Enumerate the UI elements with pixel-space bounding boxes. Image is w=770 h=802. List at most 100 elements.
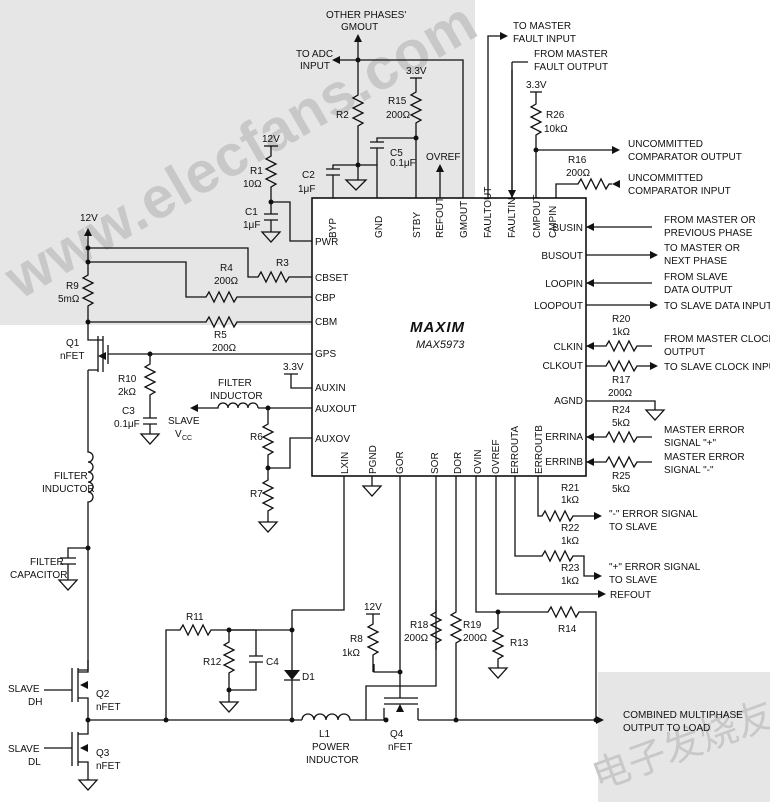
l1-inductor: INDUCTOR bbox=[306, 755, 359, 766]
v33-r26-label: 3.3V bbox=[526, 80, 547, 91]
pin-pgnd: PGND bbox=[368, 445, 379, 474]
r5-label: R5 bbox=[214, 330, 227, 341]
q1-label: Q1 bbox=[66, 338, 80, 349]
r15-resistor bbox=[409, 78, 423, 198]
arrow-uncommitted-in bbox=[612, 180, 620, 188]
wire-ovref bbox=[495, 476, 600, 595]
r18-resistor bbox=[429, 600, 443, 650]
pin-busout: BUSOUT bbox=[541, 251, 583, 262]
r14-label: R14 bbox=[558, 624, 577, 635]
label-loopout: TO SLAVE DATA INPUT bbox=[664, 301, 770, 312]
v33-top-label: 3.3V bbox=[406, 66, 427, 77]
pin-cmpin: CMPIN bbox=[548, 206, 559, 238]
arrow-to-master-fault bbox=[500, 32, 508, 40]
c4-capacitor bbox=[229, 629, 263, 691]
r8-value: 1kΩ bbox=[342, 648, 361, 659]
label-loopin-2: DATA OUTPUT bbox=[664, 285, 733, 296]
power-inductor bbox=[301, 713, 386, 721]
r6-label: R6 bbox=[250, 432, 263, 443]
ground-byp bbox=[344, 179, 368, 191]
r8-label: R8 bbox=[350, 634, 363, 645]
wire-erroutb bbox=[537, 476, 596, 523]
r17-label: R17 bbox=[612, 375, 631, 386]
r24-resistor bbox=[586, 430, 652, 444]
r10-value: 2kΩ bbox=[118, 387, 137, 398]
c2-capacitor bbox=[326, 164, 358, 176]
pin-cbm: CBM bbox=[315, 317, 337, 328]
r9-label: R9 bbox=[66, 281, 79, 292]
ground-agnd bbox=[644, 409, 666, 421]
ic-part-number: MAX5973 bbox=[416, 339, 465, 351]
r10-label: R10 bbox=[118, 374, 137, 385]
label-slave-dl-2: DL bbox=[28, 757, 41, 768]
r18-value: 200Ω bbox=[404, 633, 429, 644]
arrow-refout bbox=[598, 590, 606, 598]
r23-label: R23 bbox=[561, 563, 580, 574]
r11-resistor bbox=[165, 623, 292, 720]
ground-r7 bbox=[257, 521, 279, 533]
pin-loopin: LOOPIN bbox=[545, 279, 583, 290]
label-slave-vcc-sub: CC bbox=[182, 435, 192, 442]
r2-resistor bbox=[351, 60, 365, 165]
arrow-ovref bbox=[436, 164, 444, 172]
label-uncommitted-out-1: UNCOMMITTED bbox=[628, 139, 703, 150]
r20-value: 1kΩ bbox=[612, 327, 631, 338]
wire-cbset bbox=[88, 247, 312, 284]
pin-errina: ERRINA bbox=[545, 432, 583, 443]
ground-r13 bbox=[487, 667, 509, 679]
r26-label: R26 bbox=[546, 110, 565, 121]
r9-value: 5mΩ bbox=[58, 294, 80, 305]
label-errinb-2: SIGNAL "-" bbox=[664, 465, 714, 476]
label-plus-err-2: TO SLAVE bbox=[609, 575, 657, 586]
ground-q3 bbox=[77, 779, 99, 791]
r13-resistor bbox=[491, 612, 505, 668]
q4-type: nFET bbox=[388, 742, 412, 753]
pin-loopout: LOOPOUT bbox=[534, 301, 583, 312]
ground-c1 bbox=[260, 231, 282, 243]
wire-erroutа bbox=[514, 476, 596, 577]
arrow-minus-err-slave bbox=[594, 512, 602, 520]
filter-capacitor bbox=[60, 547, 88, 580]
label-slave-dl-1: SLAVE bbox=[8, 744, 40, 755]
label-to-adc-1: TO ADC bbox=[296, 49, 333, 60]
arrow-uncommitted-out bbox=[612, 146, 620, 154]
label-loopin-1: FROM SLAVE bbox=[664, 272, 728, 283]
pin-cbp: CBP bbox=[315, 293, 336, 304]
pin-auxin: AUXIN bbox=[315, 383, 346, 394]
q3-fet bbox=[44, 720, 89, 780]
r26-value: 10kΩ bbox=[544, 124, 568, 135]
arrow-loopin bbox=[586, 279, 594, 287]
c4-label: C4 bbox=[266, 657, 279, 668]
label-uncommitted-out-2: COMPARATOR OUTPUT bbox=[628, 152, 742, 163]
q3-arrow bbox=[80, 744, 88, 752]
ground-r12 bbox=[218, 701, 240, 713]
r20-resistor bbox=[586, 339, 652, 353]
label-uncommitted-in-1: UNCOMMITTED bbox=[628, 173, 703, 184]
d1-label: D1 bbox=[302, 672, 315, 683]
c3-label: C3 bbox=[122, 406, 135, 417]
r4-value: 200Ω bbox=[214, 276, 239, 287]
r4-label: R4 bbox=[220, 263, 233, 274]
r6-resistor bbox=[261, 408, 275, 468]
pin-agnd: AGND bbox=[554, 396, 583, 407]
r25-label: R25 bbox=[612, 471, 631, 482]
label-filter-inductor-b2: INDUCTOR bbox=[42, 484, 95, 495]
ground-c3 bbox=[139, 433, 161, 445]
label-busout-1: TO MASTER OR bbox=[664, 243, 740, 254]
label-clkout: TO SLAVE CLOCK INPUT bbox=[664, 362, 770, 373]
label-errina-2: SIGNAL "+" bbox=[664, 438, 716, 449]
pin-lxin: LXIN bbox=[340, 452, 351, 474]
r17-resistor bbox=[586, 359, 652, 373]
pin-cmpout: CMPOUT bbox=[532, 195, 543, 238]
v33-auxin-label: 3.3V bbox=[283, 362, 304, 373]
c3-value: 0.1μF bbox=[114, 419, 140, 430]
wire-cbp bbox=[88, 261, 312, 304]
l1-power: POWER bbox=[312, 742, 350, 753]
shaded-region-lower bbox=[598, 672, 770, 802]
arrow-other-phases bbox=[354, 34, 362, 42]
pin-clkin: CLKIN bbox=[554, 342, 583, 353]
q3-type: nFET bbox=[96, 761, 120, 772]
label-to-master-fault-1: TO MASTER bbox=[513, 21, 571, 32]
r1-label: R1 bbox=[250, 166, 263, 177]
